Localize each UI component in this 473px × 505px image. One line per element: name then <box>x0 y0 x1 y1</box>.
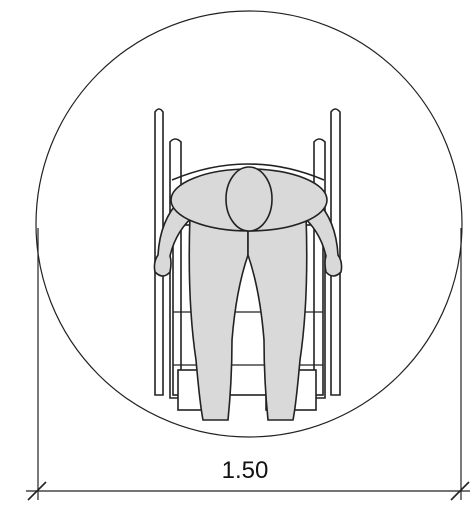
right-leg <box>247 214 308 421</box>
dimension-label: 1.50 <box>222 457 269 484</box>
head <box>225 166 273 232</box>
wheelchair-frame <box>154 108 341 411</box>
seat-back <box>171 163 325 181</box>
left-tick <box>27 481 47 501</box>
right-tick <box>450 481 470 501</box>
turning-circle <box>35 10 463 438</box>
left-leg <box>188 214 249 421</box>
dimension: 1.50 <box>26 228 470 501</box>
seated-person <box>153 166 343 421</box>
